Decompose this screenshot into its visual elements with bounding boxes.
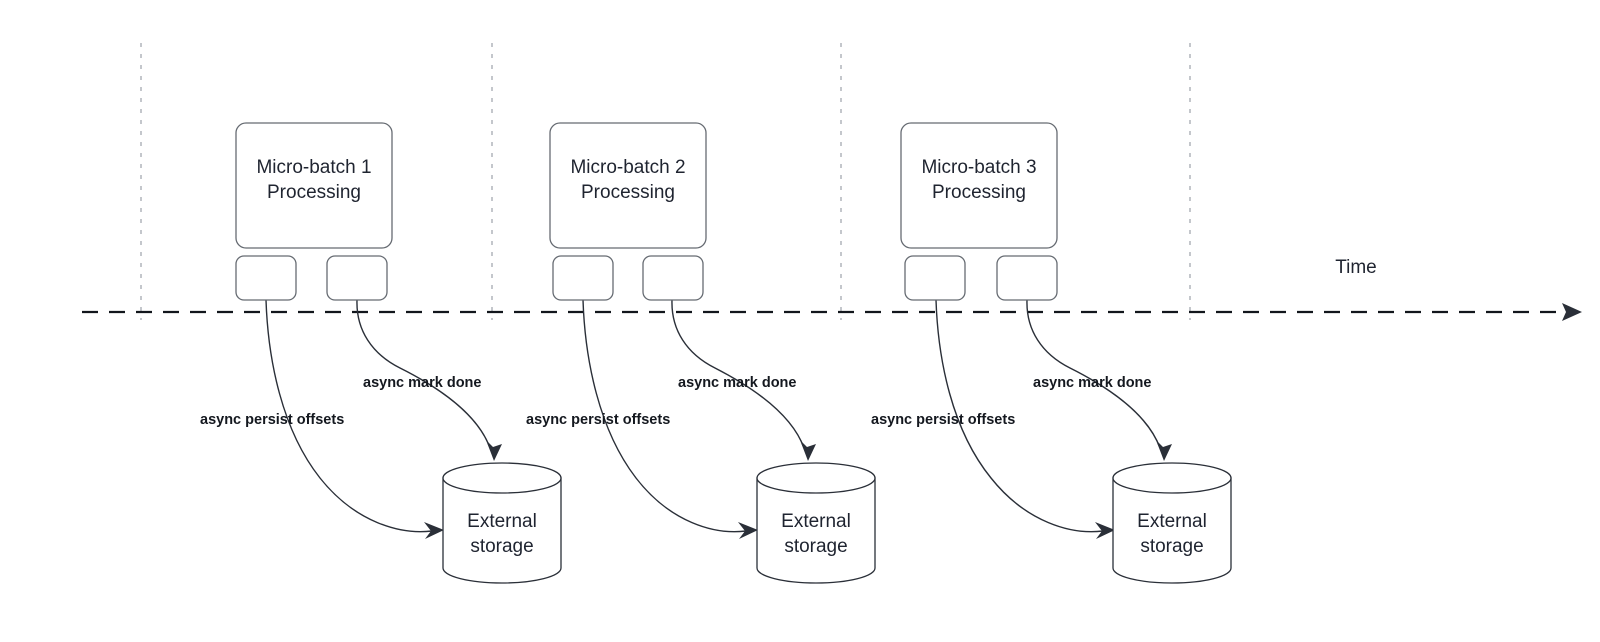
external-storage-2-label-line1: External [781,511,851,532]
external-storage-1[interactable]: External storage [442,462,562,584]
task-box-2a[interactable] [552,255,614,301]
external-storage-3-label-line2: storage [1140,536,1203,557]
group-1-async-mark-done-label: async mark done [363,375,481,391]
group-3-mark-done-path [1026,299,1161,449]
time-axis-label: Time [1335,257,1377,278]
group-3-persist-offsets-path [935,299,1104,533]
group-3-async-mark-done-label: async mark done [1033,375,1151,391]
external-storage-1-body [442,477,562,584]
task-box-1a[interactable] [235,255,297,301]
group-1: Micro-batch 1 Processing async persist o… [200,122,562,584]
micro-batch-1-label-line2: Processing [267,182,361,203]
micro-batch-3-label-line2: Processing [932,182,1026,203]
timeline-arrow-head [1562,303,1582,321]
tick-lines-group [140,43,1191,320]
group-2-async-mark-done-label: async mark done [678,375,796,391]
group-2-mark-done-path [671,299,805,449]
micro-batch-2-box[interactable] [549,122,707,249]
group-1-persist-offsets-path [265,299,433,533]
external-storage-1-label-line2: storage [470,536,533,557]
external-storage-3-body [1112,477,1232,584]
external-storage-1-top [442,462,562,494]
external-storage-2[interactable]: External storage [756,462,876,584]
external-storage-1-label-line1: External [467,511,537,532]
group-3-async-persist-offsets-label: async persist offsets [871,412,1015,428]
group-2-persist-offsets-path [582,299,747,533]
micro-batch-1-label-line1: Micro-batch 1 [256,157,371,178]
group-3: Micro-batch 3 Processing async persist o… [871,122,1232,584]
group-1-persist-offsets-arrow [424,522,444,539]
task-box-3b[interactable] [996,255,1058,301]
group-2-async-persist-offsets-label: async persist offsets [526,412,670,428]
external-storage-2-body [756,477,876,584]
micro-batch-3-box[interactable] [900,122,1058,249]
group-1-mark-done-path [356,299,491,449]
group-3-persist-offsets-arrow [1095,522,1115,539]
micro-batch-2-label-line1: Micro-batch 2 [570,157,685,178]
external-storage-2-label-line2: storage [784,536,847,557]
external-storage-3-label-line1: External [1137,511,1207,532]
external-storage-3-top [1112,462,1232,494]
task-box-1b[interactable] [326,255,388,301]
group-2-persist-offsets-arrow [738,522,758,539]
group-3-mark-done-arrow [1156,440,1172,461]
task-box-2b[interactable] [642,255,704,301]
task-box-3a[interactable] [904,255,966,301]
micro-batch-1-box[interactable] [235,122,393,249]
external-storage-3[interactable]: External storage [1112,462,1232,584]
timeline-axis: Time [82,257,1582,321]
group-1-mark-done-arrow [486,440,502,461]
micro-batch-3-label-line1: Micro-batch 3 [921,157,1036,178]
group-1-async-persist-offsets-label: async persist offsets [200,412,344,428]
group-2: Micro-batch 2 Processing async persist o… [526,122,876,584]
group-2-mark-done-arrow [800,440,816,461]
external-storage-2-top [756,462,876,494]
micro-batch-2-label-line2: Processing [581,182,675,203]
